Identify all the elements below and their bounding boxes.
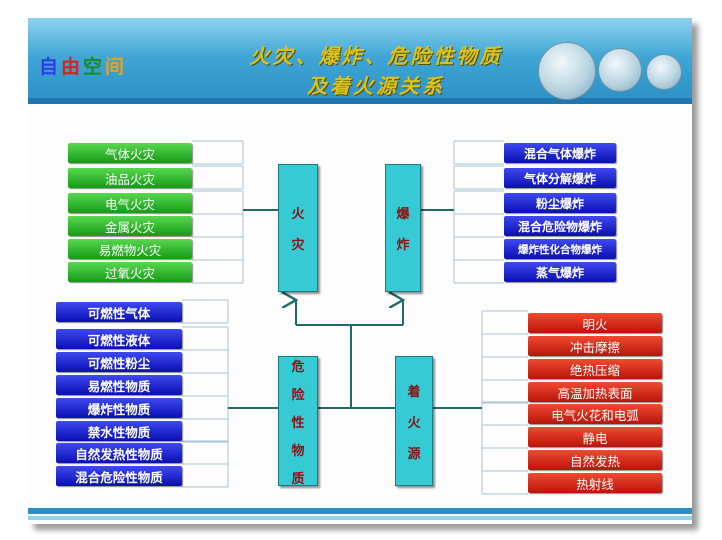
fire-char: 灾 bbox=[291, 238, 305, 253]
ignition-item: 冲击摩擦 bbox=[528, 336, 662, 356]
power-line-image bbox=[598, 48, 642, 92]
explosion-item: 混合危险物爆炸 bbox=[504, 216, 616, 236]
hazard-char: 险 bbox=[291, 387, 305, 403]
ignition-item: 自然发热 bbox=[528, 450, 662, 470]
ignition-item: 绝热压缩 bbox=[528, 359, 662, 379]
fire-char: 火 bbox=[291, 207, 305, 222]
ignition-item: 热射线 bbox=[528, 473, 662, 493]
logo-char: 由 bbox=[61, 56, 82, 78]
logo-char: 空 bbox=[83, 56, 104, 78]
ignition-item: 明火 bbox=[528, 313, 662, 333]
explosion-item: 爆炸性化合物爆炸 bbox=[504, 239, 616, 259]
hazard-item: 爆炸性物质 bbox=[56, 398, 182, 418]
explosion-item: 气体分解爆炸 bbox=[504, 168, 616, 188]
ignition-column: 着 火 源 bbox=[395, 356, 433, 486]
footer-bar-light bbox=[28, 516, 692, 520]
ignition-char: 火 bbox=[407, 415, 421, 431]
hazard-item: 可燃性粉尘 bbox=[56, 352, 182, 372]
ignition-char: 着 bbox=[407, 384, 421, 400]
hazard-item: 自然发热性物质 bbox=[56, 443, 182, 463]
fire-item: 易燃物火灾 bbox=[68, 239, 192, 259]
explosion-item: 蒸气爆炸 bbox=[504, 262, 616, 282]
hazard-item: 可燃性气体 bbox=[56, 302, 182, 322]
hazard-column: 危 险 性 物 质 bbox=[278, 356, 318, 487]
explosion-item: 混合气体爆炸 bbox=[504, 143, 616, 163]
ignition-item: 高温加热表面 bbox=[528, 382, 662, 402]
ignition-item: 静电 bbox=[528, 427, 662, 447]
explosion-item: 粉尘爆炸 bbox=[504, 193, 616, 213]
hazard-char: 性 bbox=[291, 415, 305, 431]
fire-item: 电气火灾 bbox=[68, 193, 192, 213]
header-divider bbox=[28, 98, 692, 104]
fire-item: 过氧火灾 bbox=[68, 262, 192, 282]
hazard-char: 质 bbox=[291, 471, 305, 487]
fire-column: 火 灾 bbox=[278, 164, 318, 292]
power-tower-image bbox=[538, 42, 596, 100]
power-grid-image bbox=[646, 54, 682, 90]
logo: 自由空间 bbox=[38, 52, 126, 79]
fire-item: 油品火灾 bbox=[68, 168, 192, 188]
ignition-char: 源 bbox=[407, 446, 421, 462]
fire-item: 金属火灾 bbox=[68, 216, 192, 236]
page-title-line1: 火灾、爆炸、危险性物质 bbox=[249, 44, 503, 68]
explosion-column: 爆 炸 bbox=[385, 164, 421, 292]
page-title-line2: 及着火源关系 bbox=[307, 74, 445, 98]
ignition-item: 电气火花和电弧 bbox=[528, 404, 662, 424]
hazard-item: 易燃性物质 bbox=[56, 375, 182, 395]
footer-bar bbox=[28, 508, 692, 514]
hazard-item: 可燃性液体 bbox=[56, 329, 182, 349]
explosion-char: 爆 bbox=[396, 207, 410, 222]
logo-char: 自 bbox=[39, 56, 60, 78]
hazard-char: 危 bbox=[291, 359, 305, 375]
hazard-item: 禁水性物质 bbox=[56, 421, 182, 441]
logo-char: 间 bbox=[105, 56, 126, 78]
hazard-char: 物 bbox=[291, 443, 305, 459]
explosion-char: 炸 bbox=[396, 238, 410, 253]
hazard-item: 混合危险性物质 bbox=[56, 466, 182, 486]
fire-item: 气体火灾 bbox=[68, 143, 192, 163]
